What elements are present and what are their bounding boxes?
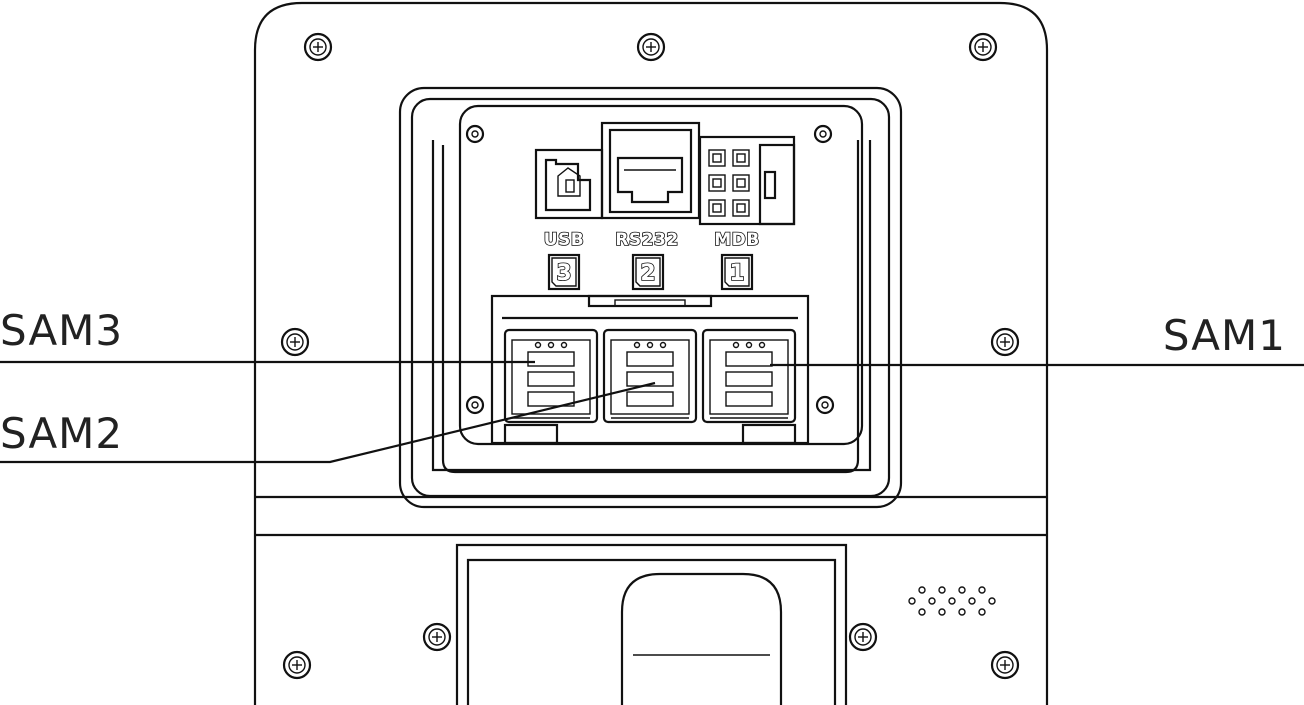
screw-icon	[968, 32, 998, 62]
screw-icon	[636, 32, 666, 62]
device-housing	[253, 1, 1049, 705]
port-number-tag-1: 1	[720, 253, 754, 291]
mdb-connector	[698, 135, 796, 226]
screw-icon	[280, 327, 310, 357]
port-number-tag-2: 2	[631, 253, 665, 291]
sam-slot-housing	[490, 294, 810, 445]
screw-icon	[990, 650, 1020, 680]
port-number-tag-3: 3	[547, 253, 581, 291]
callout-sam1: SAM1	[1163, 311, 1286, 360]
leader-line-sam2	[0, 381, 656, 464]
screw-icon	[303, 32, 333, 62]
port-label-rs232: RS232	[615, 230, 678, 250]
callout-sam2: SAM2	[0, 409, 123, 458]
connector-panel	[398, 86, 903, 509]
port-number-2: 2	[640, 261, 655, 286]
sam-slot-1	[701, 328, 797, 424]
port-label-mdb: MDB	[714, 230, 760, 250]
sam-slot-2	[602, 328, 698, 424]
rs232-connector	[600, 121, 701, 220]
port-number-3: 3	[556, 261, 571, 286]
sam-slot-3	[503, 328, 599, 424]
port-number-1: 1	[729, 261, 744, 286]
screw-icon	[422, 622, 452, 652]
stand-bracket	[455, 543, 848, 705]
speaker-grille	[908, 586, 996, 616]
screw-icon	[990, 327, 1020, 357]
callout-sam3: SAM3	[0, 306, 123, 355]
screw-icon	[282, 650, 312, 680]
usb-connector	[534, 148, 604, 220]
screw-icon	[848, 622, 878, 652]
port-label-usb: USB	[544, 230, 585, 250]
